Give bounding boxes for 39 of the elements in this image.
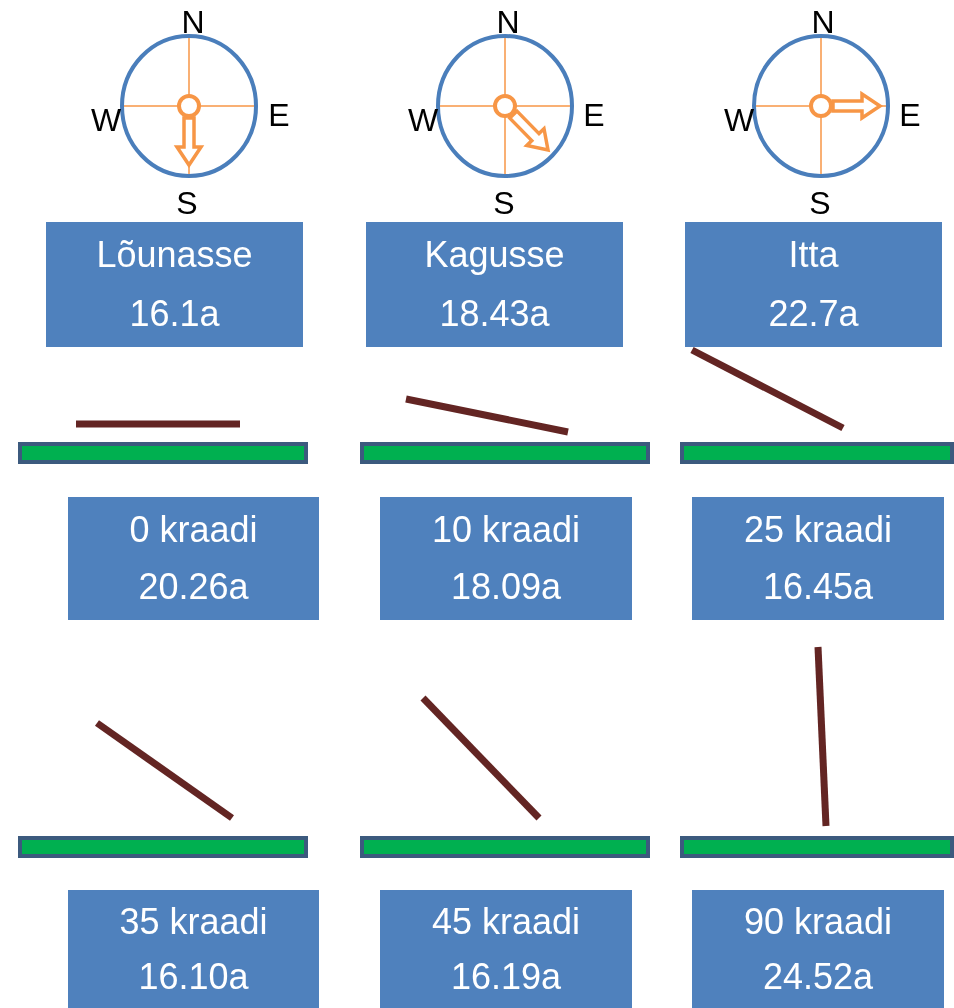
compass-direction-letter: W [723,104,755,136]
label-box [692,890,944,1008]
compass-direction-letter: S [176,187,198,219]
box-value: 18.43a [439,293,550,334]
label-box [366,222,623,347]
box-heading: 25 kraadi [743,509,893,550]
compass-direction-letter: N [181,6,205,38]
compass-direction-letter: W [407,104,439,136]
box-value: 16.19a [450,956,562,997]
label-box [380,890,632,1008]
label-box [380,497,632,620]
label-box [46,222,303,347]
box-value: 16.10a [138,956,249,997]
box-heading: 0 kraadi [129,509,258,550]
label-box [692,497,944,620]
compass-direction-letter: S [493,187,515,219]
box-value: 16.45a [762,567,874,608]
box-value: 18.09a [450,567,562,608]
label-box [68,890,319,1008]
box-heading: Lõunasse [96,235,253,276]
box-heading: 10 kraadi [431,509,581,550]
box-heading: Kagusse [424,235,565,276]
label-box [68,497,319,620]
box-value: 24.52a [762,956,874,997]
compass-direction-letter: N [811,6,835,38]
box-heading: 35 kraadi [119,901,268,942]
box-value: 16.1a [129,293,220,334]
compass-direction-letter: E [899,99,921,131]
box-heading: Itta [788,235,839,276]
compass-direction-letter: W [90,104,122,136]
label-box [685,222,942,347]
box-heading: 45 kraadi [431,901,581,942]
compass-direction-letter: E [583,99,605,131]
box-heading: 90 kraadi [743,901,893,942]
compass-direction-letter: N [496,6,520,38]
compass-direction-letter: E [268,99,290,131]
compass-direction-letter: S [809,187,831,219]
box-value: 22.7a [768,293,859,334]
box-value: 20.26a [138,567,249,608]
